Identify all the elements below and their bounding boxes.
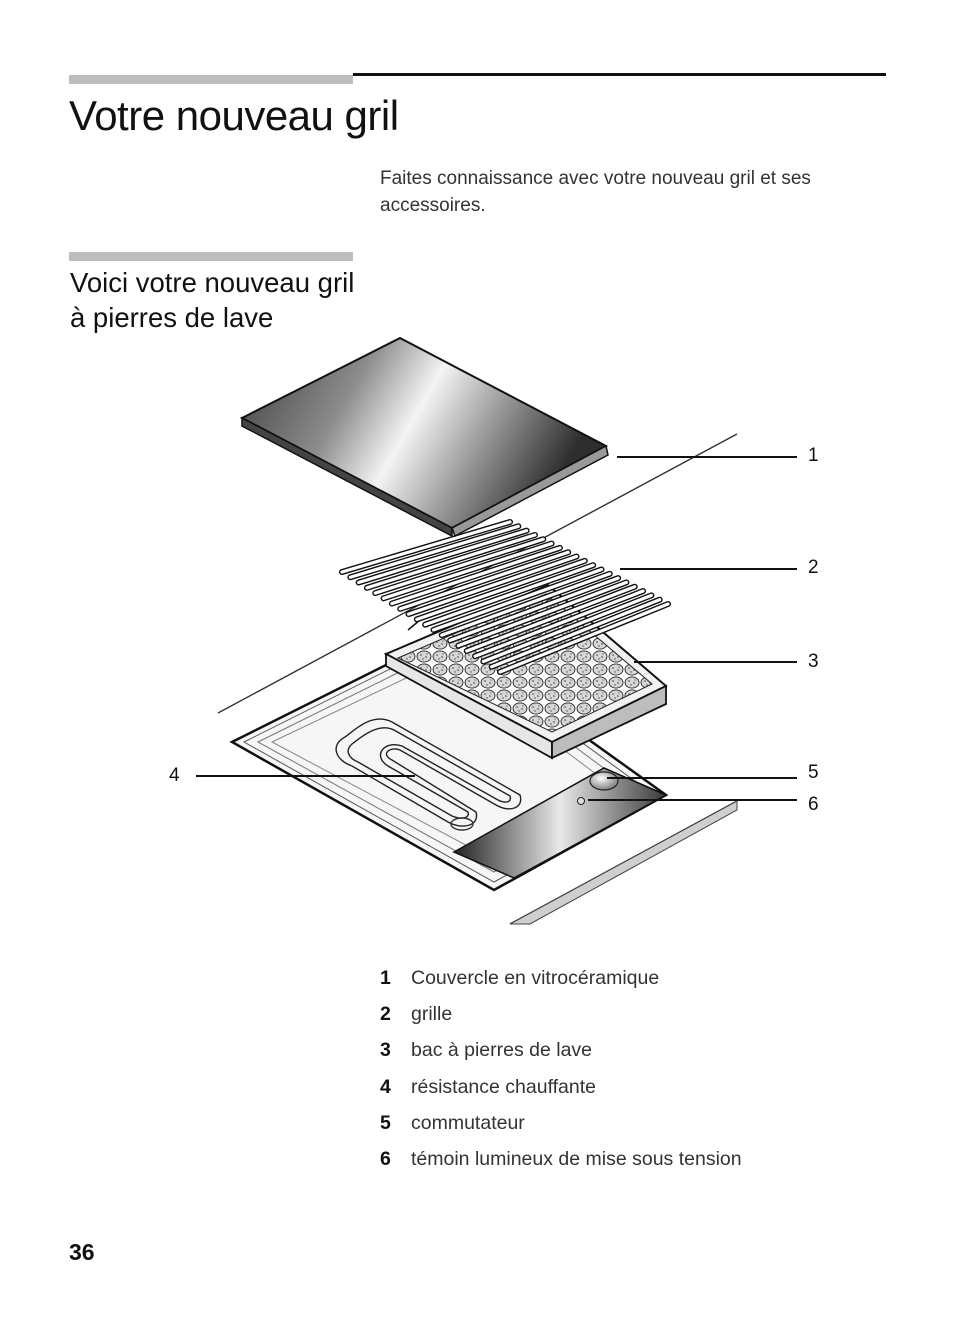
grate-bar [398,550,570,611]
grate-bar [390,546,562,606]
grate-bar [373,537,545,595]
control-panel [452,767,668,879]
legend-text: commutateur [411,1111,525,1134]
glass-ceramic-lid [239,336,609,538]
callout-5: 5 [808,762,819,783]
callout-2: 2 [808,557,819,578]
grill-diagram: 1 2 3 4 5 6 [169,336,819,925]
legend-number: 1 [380,966,391,989]
legend-number: 6 [380,1148,391,1171]
legend-text: bac à pierres de lave [411,1039,593,1062]
legend-text: témoin lumineux de mise sous tension [411,1148,742,1171]
grate-bar [448,576,620,643]
grate-bar [490,598,662,669]
parts-legend: 1 Couvercle en vitrocéramique 2 grille 3 ba… [380,960,742,1178]
callout-1: 1 [808,445,819,466]
grate-bar [431,567,604,632]
heating-element [335,718,522,831]
section-rule-grey [69,252,353,261]
grate-bar [481,593,653,664]
grate-bar [465,585,637,653]
callout-6: 6 [808,794,819,815]
base-tray [229,634,669,892]
legend-text: résistance chauffante [411,1075,597,1098]
legend-number: 3 [380,1039,391,1062]
legend-item: 5 commutateur [380,1105,742,1141]
grate-bar [498,602,670,674]
grate-bar [340,520,512,574]
grate-bar [440,572,612,637]
legend-item: 1 Couvercle en vitrocéramique [380,960,742,996]
grate-bar [357,529,529,585]
legend-item: 4 résistance chauffante [380,1069,742,1105]
grate-bar [381,541,554,600]
grate-bar [406,554,579,616]
legend-number: 4 [380,1075,391,1098]
intro-text: Faites connaissance avec votre nouveau g… [380,168,811,216]
grate-bar [365,533,537,590]
legend-number: 2 [380,1002,391,1025]
section-title: Voici votre nouveau gril à pierres de la… [70,267,355,333]
grate-bar [456,580,629,648]
legend-item: 3 bac à pierres de lave [380,1033,742,1069]
callout-lines [196,456,797,801]
grate-bar [473,589,645,658]
legend-item: 6 témoin lumineux de mise sous tension [380,1141,742,1177]
page-title: Votre nouveau gril [69,92,399,139]
switch-knob [589,771,619,791]
grate-bar [348,524,520,579]
legend-number: 5 [380,1111,391,1134]
legend-text: Couvercle en vitrocéramique [411,966,660,989]
legend-text: grille [411,1002,453,1025]
grate-bar [423,563,595,627]
callout-4: 4 [169,765,180,786]
grate-bar [415,559,587,621]
power-indicator-light [577,797,585,805]
title-rule-grey [69,75,353,84]
countertop-edge [509,800,738,925]
legend-item: 2 grille [380,996,742,1032]
callout-3: 3 [808,651,819,672]
title-rule-black [353,73,886,76]
grill-grate [339,519,671,675]
page-number: 36 [69,1239,95,1265]
